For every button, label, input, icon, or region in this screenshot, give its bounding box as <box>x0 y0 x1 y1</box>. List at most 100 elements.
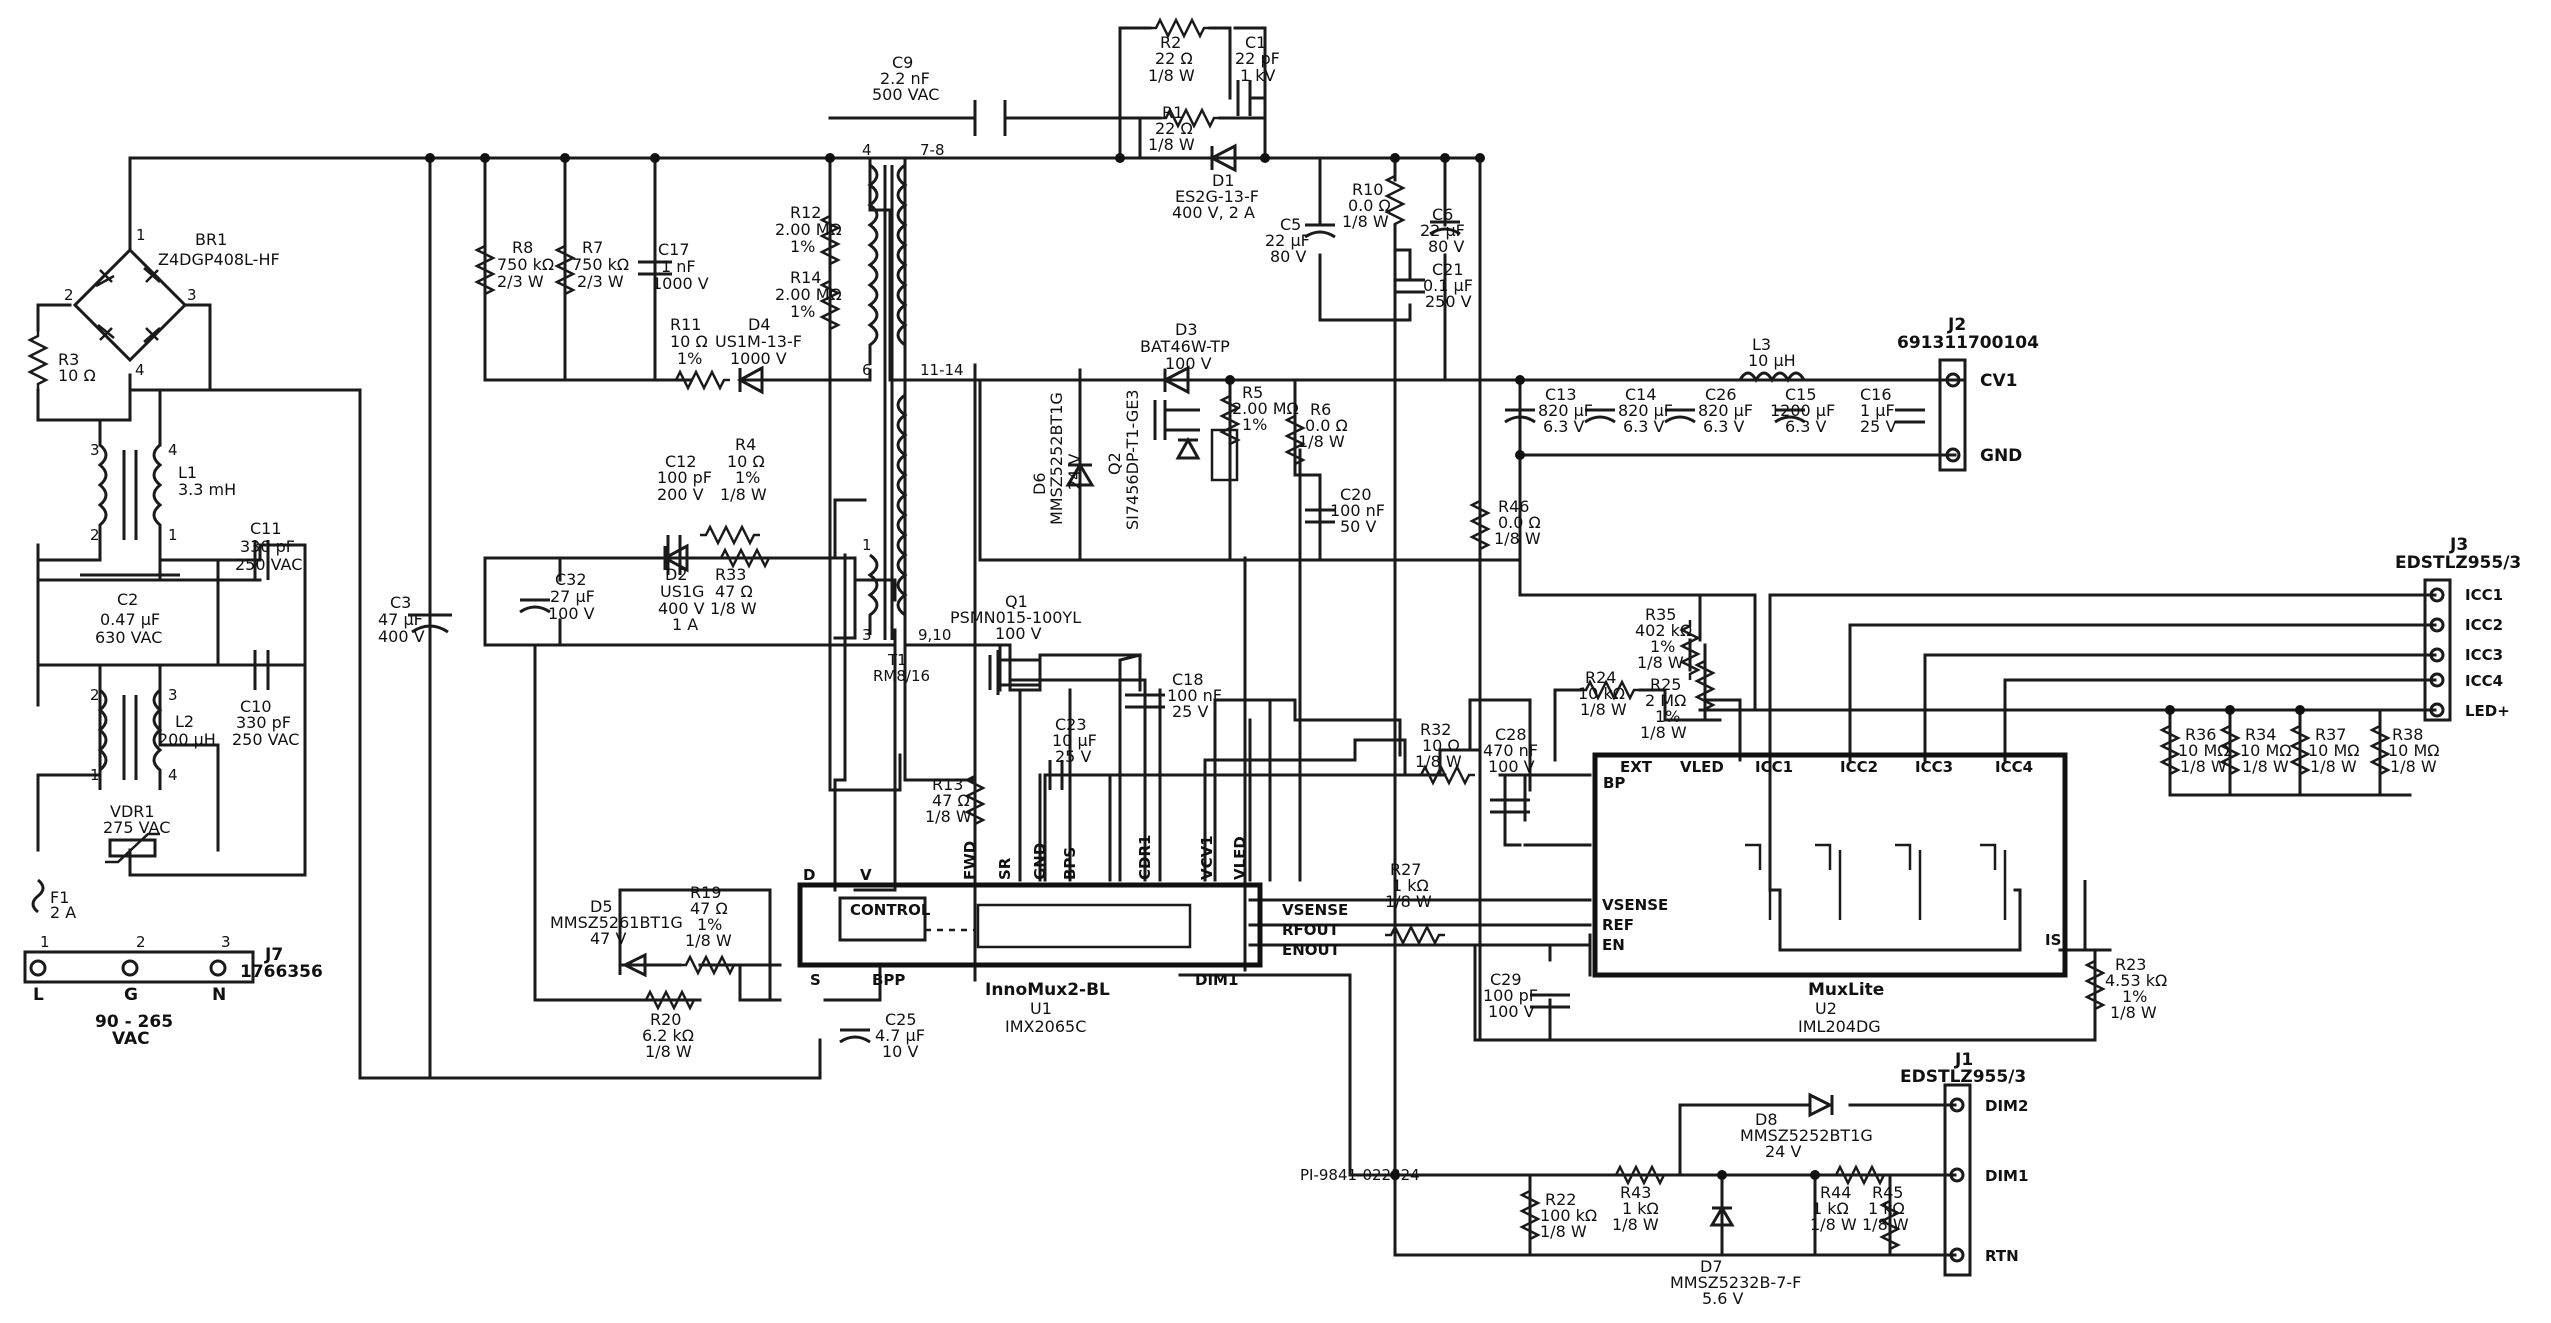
u2-pin-icc2: ICC2 <box>1840 758 1878 776</box>
c1-val: 22 pF <box>1235 49 1280 68</box>
c9-val: 2.2 nF <box>880 69 930 88</box>
r19-tol: 1% <box>697 915 722 934</box>
r23-tol: 1% <box>2122 987 2147 1006</box>
u1-part: IMX2065C <box>1005 1017 1086 1036</box>
c16-val: 1 µF <box>1860 401 1895 420</box>
r25-tol: 1% <box>1655 707 1680 726</box>
c25-ref: C25 <box>885 1010 917 1029</box>
j7-l: L <box>33 985 44 1005</box>
c11-ref: C11 <box>250 519 282 538</box>
capacitor-c17 <box>638 260 672 276</box>
c9-rating: 500 VAC <box>872 85 939 104</box>
u1-pin-gnd: GND <box>1031 843 1049 880</box>
d5-ref: D5 <box>590 897 613 916</box>
r8-rating: 2/3 W <box>497 272 544 291</box>
u1-name: InnoMux2-BL <box>985 980 1110 1000</box>
u2-name: MuxLite <box>1808 980 1884 1000</box>
c11-rating: 250 VAC <box>235 555 302 574</box>
r25-val: 2 MΩ <box>1645 691 1686 710</box>
u1-ref: U1 <box>1030 999 1052 1018</box>
r36-ref: R36 <box>2185 725 2216 744</box>
c23-val: 10 µF <box>1052 731 1097 750</box>
br1-pin2: 2 <box>64 286 74 304</box>
c10-val: 330 pF <box>236 713 291 732</box>
capacitor-c21 <box>1395 278 1425 294</box>
diode-d1 <box>1208 143 1237 173</box>
r11-ref: R11 <box>670 315 701 334</box>
r2-rating: 1/8 W <box>1148 66 1195 85</box>
c3-val: 47 µF <box>378 610 423 629</box>
capacitor-c26 <box>1664 408 1696 424</box>
j7-n: N <box>212 985 226 1005</box>
r45-rating: 1/8 W <box>1862 1215 1909 1234</box>
r22-ref: R22 <box>1545 1190 1576 1209</box>
l1-pin1: 1 <box>168 526 178 544</box>
l2-pin4: 4 <box>168 766 178 784</box>
c26-rating: 6.3 V <box>1703 417 1745 436</box>
capacitor-c20 <box>1305 508 1335 524</box>
capacitor-c14 <box>1584 408 1616 424</box>
l1-val: 3.3 mH <box>178 480 236 499</box>
c12-ref: C12 <box>665 452 697 471</box>
r13-rating: 1/8 W <box>925 807 972 826</box>
resistor-r3 <box>28 328 48 392</box>
bridge-rectifier-br1 <box>72 247 188 363</box>
r4-val: 10 Ω <box>727 452 765 471</box>
d1-rating: 400 V, 2 A <box>1172 203 1255 222</box>
r11-val: 10 Ω <box>670 332 708 351</box>
c14-val: 820 µF <box>1618 401 1673 420</box>
t1-pin7-8: 7-8 <box>920 141 945 159</box>
r4-rating: 1/8 W <box>720 485 767 504</box>
c17-ref: C17 <box>658 240 690 259</box>
r46-rating: 1/8 W <box>1494 529 1541 548</box>
t1-part: RM8/16 <box>873 667 930 685</box>
r14-val: 2.00 MΩ <box>775 285 842 304</box>
c2-ref: C2 <box>117 590 138 609</box>
c20-rating: 50 V <box>1340 517 1376 536</box>
c13-rating: 6.3 V <box>1543 417 1585 436</box>
d7-rating: 5.6 V <box>1702 1289 1744 1308</box>
r13-val: 47 Ω <box>932 791 970 810</box>
u2-pin-vsense: VSENSE <box>1602 896 1668 914</box>
diode-d4 <box>736 365 764 395</box>
r38-rating: 1/8 W <box>2390 757 2437 776</box>
c15-rating: 6.3 V <box>1785 417 1827 436</box>
r33-ref: R33 <box>715 565 746 584</box>
u1-pin-vsense: VSENSE <box>1282 901 1348 919</box>
r27-rating: 1/8 W <box>1385 892 1432 911</box>
l3-val: 10 µH <box>1748 351 1796 370</box>
c18-ref: C18 <box>1172 670 1204 689</box>
u1-pin-v: V <box>860 866 872 884</box>
j2-part: 691311700104 <box>1897 333 2039 353</box>
r4-tol: 1% <box>735 468 760 487</box>
r12-ref: R12 <box>790 203 821 222</box>
resistor-r4 <box>698 525 762 545</box>
c21-ref: C21 <box>1432 260 1464 279</box>
r7-rating: 2/3 W <box>577 272 624 291</box>
d8-ref: D8 <box>1755 1110 1778 1129</box>
r22-val: 100 kΩ <box>1540 1206 1597 1225</box>
labels: BR1 Z4DGP408L-HF 1 2 3 4 R3 10 Ω L1 3.3 … <box>33 33 2521 1308</box>
l2-pin1: 1 <box>90 766 100 784</box>
vdr1-ref: VDR1 <box>110 802 155 821</box>
r46-val: 0.0 Ω <box>1498 513 1541 532</box>
r23-val: 4.53 kΩ <box>2105 971 2167 990</box>
d3-ref: D3 <box>1175 320 1198 339</box>
c2-rating: 630 VAC <box>95 628 162 647</box>
c15-val: 1200 µF <box>1770 401 1835 420</box>
r32-rating: 1/8 W <box>1415 752 1462 771</box>
d6-rating: 24 V <box>1065 454 1084 490</box>
r20-rating: 1/8 W <box>645 1042 692 1061</box>
r14-ref: R14 <box>790 268 821 287</box>
input-voltage-range: 90 - 265 <box>95 1012 173 1032</box>
r3-ref: R3 <box>58 350 79 369</box>
zener-diode-d8 <box>1808 1092 1834 1118</box>
zener-diode-d7 <box>1709 1205 1735 1227</box>
ic-u1-innomux2 <box>797 882 1263 968</box>
c20-ref: C20 <box>1340 485 1372 504</box>
c13-ref: C13 <box>1545 385 1577 404</box>
r34-val: 10 MΩ <box>2240 741 2291 760</box>
r25-rating: 1/8 W <box>1640 723 1687 742</box>
r34-rating: 1/8 W <box>2242 757 2289 776</box>
